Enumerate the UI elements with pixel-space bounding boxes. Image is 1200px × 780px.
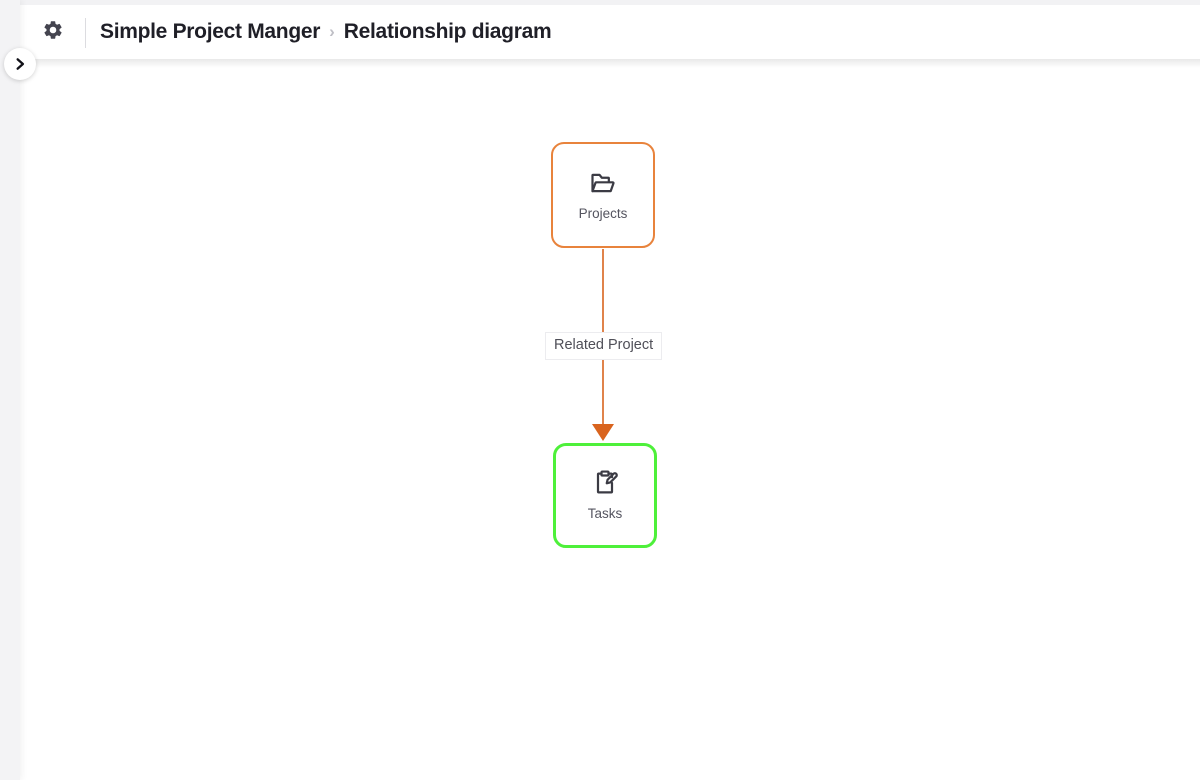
diagram-node-label: Tasks: [587, 506, 623, 522]
settings-button[interactable]: [40, 19, 66, 45]
clipboard-edit-icon: [591, 469, 619, 502]
top-strip: [0, 0, 1200, 5]
chevron-right-icon: [13, 57, 27, 71]
breadcrumb-item-parent[interactable]: Simple Project Manger: [100, 20, 321, 43]
diagram-canvas[interactable]: Related Project Projects Tasks: [20, 64, 1200, 780]
gear-icon: [42, 19, 64, 46]
arrowhead-down-icon: [592, 424, 614, 441]
diagram-node-label: Projects: [578, 205, 628, 221]
diagram-node-tasks[interactable]: Tasks: [553, 443, 657, 548]
edge-label-related-project: Related Project: [545, 332, 663, 361]
collapsed-sidebar-rail: [0, 0, 20, 780]
breadcrumb: Simple Project Manger › Relationship dia…: [100, 5, 552, 59]
diagram-node-projects[interactable]: Projects: [551, 142, 655, 248]
header-divider: [85, 18, 86, 48]
folder-open-icon: [589, 169, 617, 202]
breadcrumb-separator-icon: ›: [329, 21, 335, 41]
breadcrumb-item-current: Relationship diagram: [343, 20, 552, 43]
app-header: Simple Project Manger › Relationship dia…: [0, 5, 1200, 68]
sidebar-expand-button[interactable]: [4, 48, 36, 80]
